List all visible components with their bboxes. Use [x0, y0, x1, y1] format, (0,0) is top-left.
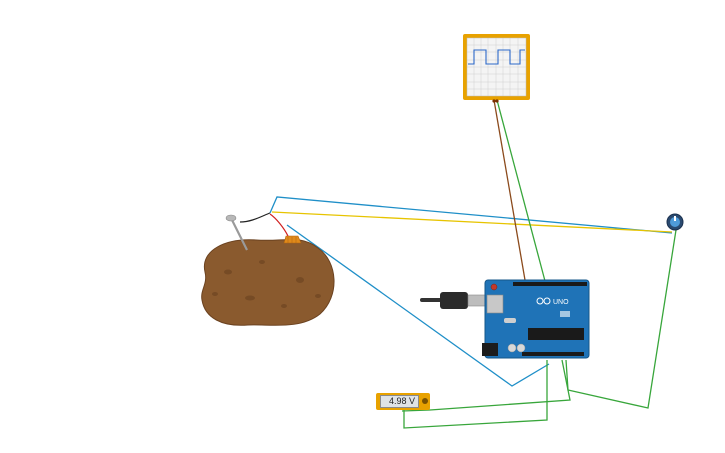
dc-motor-icon[interactable]	[666, 213, 684, 231]
wire-brown[interactable]	[493, 99, 526, 281]
wire-yellow[interactable]	[271, 211, 673, 233]
arduino-logo-icon	[536, 297, 551, 305]
arduino-uno-board[interactable]	[482, 279, 590, 359]
wire-blue-to-motor[interactable]	[269, 196, 673, 234]
copper-electrode-icon	[283, 235, 302, 244]
wire-green-motor[interactable]	[565, 229, 677, 409]
multimeter-knob-icon[interactable]	[422, 398, 428, 404]
oscilloscope[interactable]	[463, 34, 530, 103]
oscilloscope-waveform	[468, 49, 525, 65]
multimeter-reading: 4.98 V	[380, 395, 419, 408]
wires	[269, 99, 677, 429]
wire-green-meter-2[interactable]	[401, 359, 571, 412]
nail-icon	[225, 214, 248, 251]
potato-lead-black	[239, 212, 271, 223]
arduino-model-label: UNO	[553, 299, 569, 306]
wire-blue-to-arduino[interactable]	[286, 224, 550, 387]
potato-spots	[212, 260, 321, 308]
potato-icon[interactable]	[201, 212, 335, 326]
usb-plug-icon[interactable]	[420, 292, 489, 309]
oscilloscope-grid	[467, 38, 526, 96]
wire-green-scope[interactable]	[496, 99, 546, 282]
potato-lead-red	[269, 213, 289, 237]
wire-green-meter-1[interactable]	[403, 360, 548, 429]
multimeter[interactable]: 4.98 V	[376, 393, 430, 410]
